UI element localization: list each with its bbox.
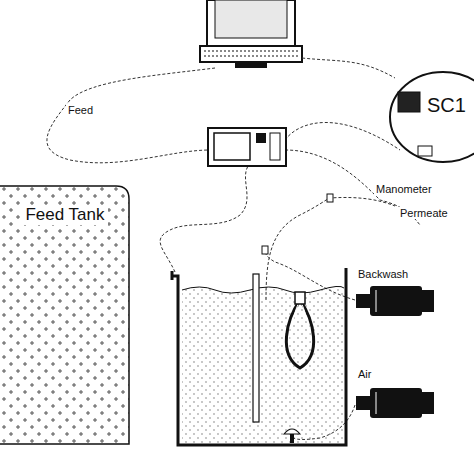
manometer-fitting xyxy=(327,194,333,202)
backwash-label: Backwash xyxy=(356,268,410,280)
device-label: SC1 xyxy=(424,94,469,117)
feed-pump-controller xyxy=(208,128,286,166)
controller-display: SC1 xyxy=(388,70,474,164)
air-label: Air xyxy=(356,368,373,380)
manometer-label: Manometer xyxy=(374,183,434,195)
membrane-bioreactor xyxy=(172,268,346,445)
permeate-label: Permeate xyxy=(398,207,450,219)
feed-tank: Feed Tank xyxy=(0,185,130,445)
backwash-pump xyxy=(356,286,434,316)
circle-outline xyxy=(388,70,474,164)
tank-label: Feed Tank xyxy=(22,205,107,225)
computer-monitor xyxy=(200,0,302,68)
feed-label: Feed xyxy=(66,104,95,116)
air-pump xyxy=(356,388,434,418)
valve-fitting xyxy=(262,246,268,254)
